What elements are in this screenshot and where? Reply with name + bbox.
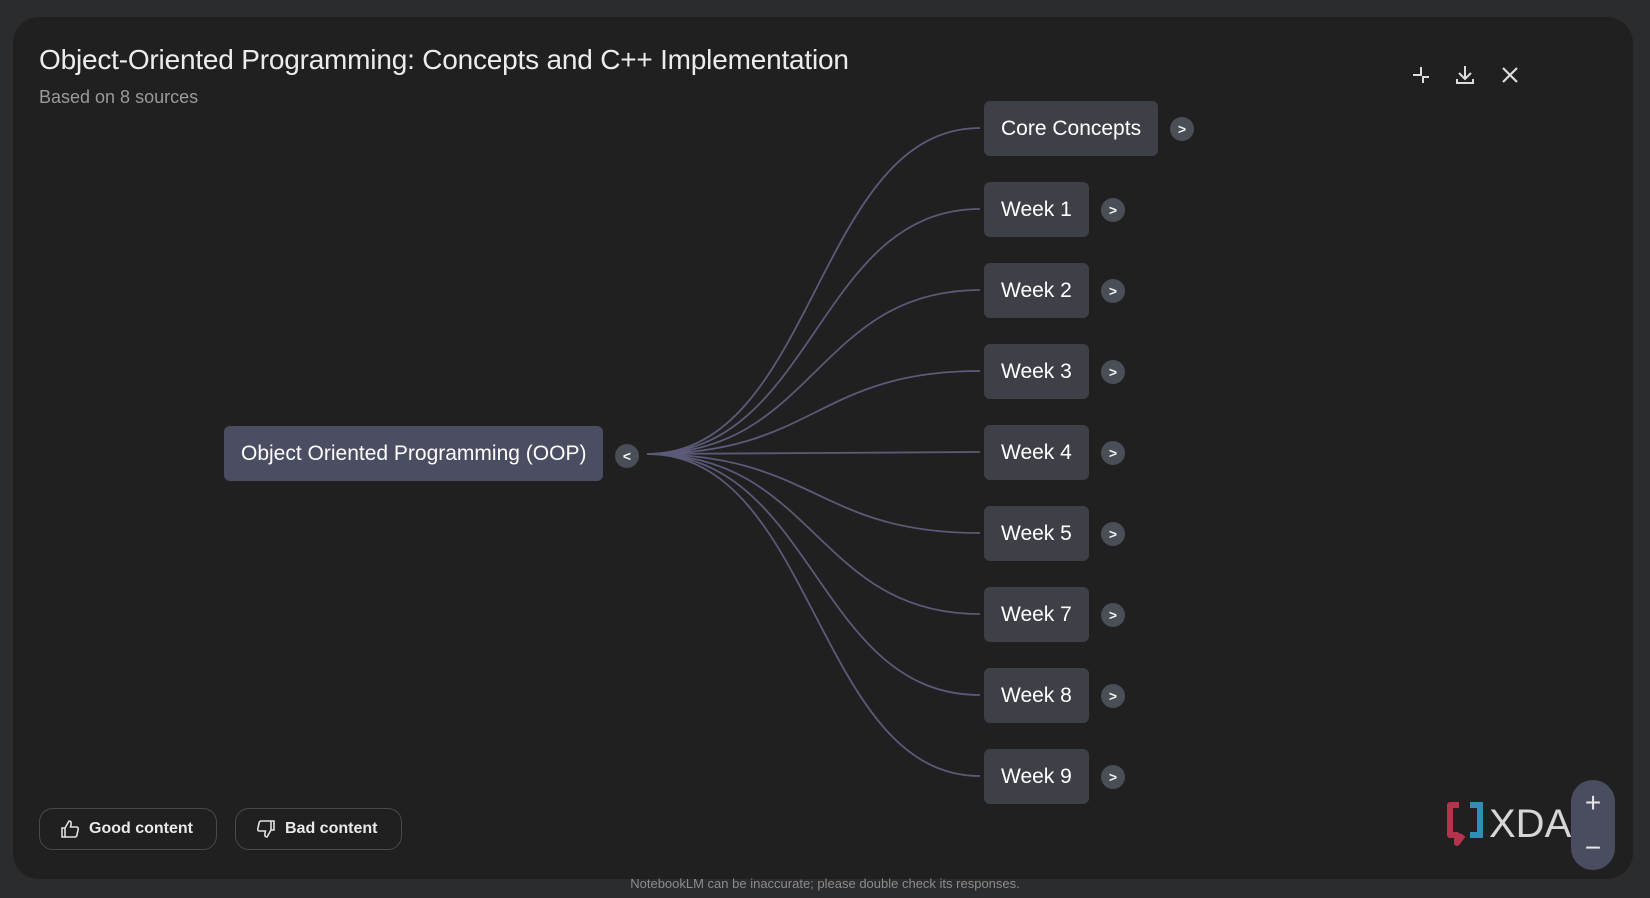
mindmap-child-node[interactable]: Week 4 <box>984 425 1089 480</box>
expand-node-toggle[interactable]: > <box>1101 441 1125 465</box>
close-icon <box>1502 67 1518 83</box>
close-button[interactable] <box>1490 55 1530 95</box>
good-content-button[interactable]: Good content <box>39 808 217 850</box>
expand-node-toggle[interactable]: > <box>1101 360 1125 384</box>
mindmap-edges <box>646 127 981 777</box>
mindmap-child-node[interactable]: Week 3 <box>984 344 1089 399</box>
mindmap-child-node[interactable]: Week 7 <box>984 587 1089 642</box>
collapse-button[interactable] <box>1401 55 1441 95</box>
xda-watermark: XDA <box>1447 802 1572 846</box>
mindmap-edge <box>646 127 981 455</box>
download-icon <box>1456 66 1474 84</box>
good-content-label: Good content <box>89 820 193 837</box>
mindmap-panel: Object-Oriented Programming: Concepts an… <box>13 17 1633 879</box>
mindmap-edge <box>646 453 981 696</box>
mindmap-edge <box>646 453 981 534</box>
expand-node-toggle[interactable]: > <box>1101 603 1125 627</box>
collapse-icon <box>1413 67 1429 83</box>
expand-node-toggle[interactable]: > <box>1101 765 1125 789</box>
page-title: Object-Oriented Programming: Concepts an… <box>39 44 849 75</box>
thumbs-down-icon <box>256 820 275 838</box>
zoom-control: + − <box>1571 780 1615 870</box>
download-button[interactable] <box>1445 55 1485 95</box>
mindmap-root-node[interactable]: Object Oriented Programming (OOP) <box>224 426 604 481</box>
mindmap-child-node[interactable]: Week 1 <box>984 182 1089 237</box>
mindmap-edge <box>646 453 981 615</box>
mindmap-child-node[interactable]: Week 2 <box>984 263 1089 318</box>
mindmap-child-node[interactable]: Week 8 <box>984 668 1089 723</box>
disclaimer-footer: NotebookLM can be inaccurate; please dou… <box>630 876 1020 891</box>
mindmap-edge <box>646 451 981 455</box>
mindmap-child-node[interactable]: Core Concepts <box>984 101 1159 156</box>
zoom-in-button[interactable]: + <box>1584 786 1602 818</box>
expand-node-toggle[interactable]: > <box>1101 198 1125 222</box>
bad-content-button[interactable]: Bad content <box>235 808 402 850</box>
mindmap-edge <box>646 289 981 455</box>
expand-node-toggle[interactable]: > <box>1170 117 1194 141</box>
watermark-text: XDA <box>1489 802 1572 846</box>
bad-content-label: Bad content <box>285 820 378 837</box>
mindmap-child-node[interactable]: Week 9 <box>984 749 1089 804</box>
sources-subtitle: Based on 8 sources <box>39 87 199 107</box>
thumbs-up-icon <box>61 820 80 838</box>
expand-node-toggle[interactable]: > <box>1101 522 1125 546</box>
zoom-out-button[interactable]: − <box>1584 831 1602 863</box>
expand-node-toggle[interactable]: > <box>1101 684 1125 708</box>
mindmap-edge <box>646 370 981 455</box>
expand-node-toggle[interactable]: > <box>1101 279 1125 303</box>
collapse-root-toggle[interactable]: < <box>615 444 639 468</box>
mindmap-edge <box>646 208 981 455</box>
mindmap-edge <box>646 453 981 777</box>
mindmap-child-node[interactable]: Week 5 <box>984 506 1089 561</box>
